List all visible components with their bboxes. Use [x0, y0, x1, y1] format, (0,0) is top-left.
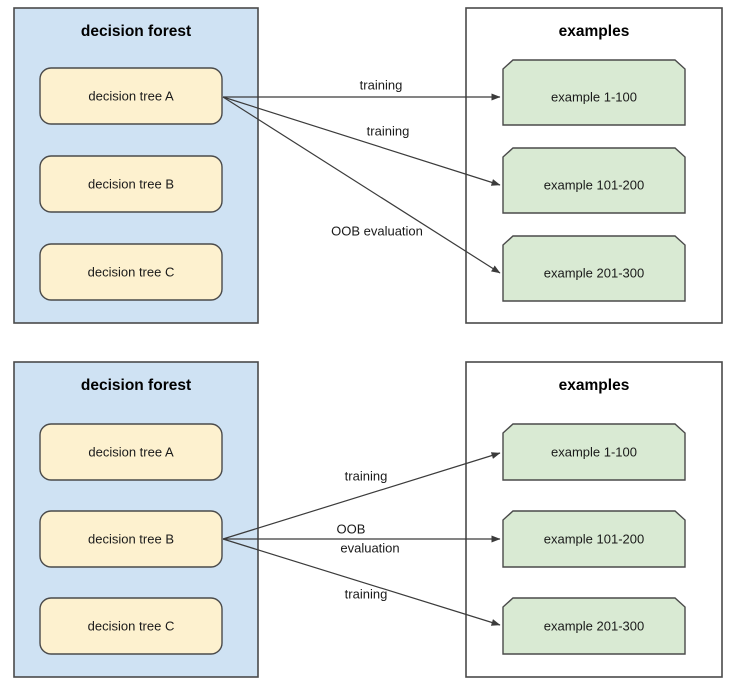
example-box-shape[interactable] — [502, 510, 686, 568]
edges-bottom: training OOB evaluation training — [222, 452, 501, 626]
examples-panel-bottom: examples example 1-100 example 101-200 e… — [465, 361, 723, 678]
forest-panel-title: decision forest — [81, 23, 191, 40]
tree-label: decision tree A — [88, 444, 174, 459]
tree-box-shape[interactable] — [39, 597, 223, 655]
edge-tree-a-to-example-101-200 — [222, 96, 501, 186]
tree-box-shape[interactable] — [39, 243, 223, 301]
example-box-shape[interactable] — [502, 235, 686, 302]
tree-node-c-top[interactable]: decision tree C — [39, 243, 223, 301]
edge-label-training-2: training — [345, 586, 388, 601]
example-box-shape[interactable] — [502, 597, 686, 655]
tree-node-b-top[interactable]: decision tree B — [39, 155, 223, 213]
example-node-1-100-bottom[interactable]: example 1-100 — [502, 423, 686, 481]
tree-node-a-bottom[interactable]: decision tree A — [39, 423, 223, 481]
forest-panel-bottom: decision forest decision tree A decision… — [13, 361, 259, 678]
example-label: example 1-100 — [551, 89, 637, 104]
tree-label: decision tree C — [88, 264, 175, 279]
tree-node-a-top[interactable]: decision tree A — [39, 67, 223, 125]
examples-panel-title: examples — [559, 377, 630, 394]
tree-box-shape[interactable] — [39, 510, 223, 568]
diagram-top: decision forest decision tree A decision… — [13, 7, 723, 324]
edge-label-oob-evaluation: OOB evaluation — [331, 223, 423, 238]
example-box-shape[interactable] — [502, 423, 686, 481]
edge-label-oob-line2: evaluation — [340, 540, 399, 555]
tree-box-shape[interactable] — [39, 67, 223, 125]
example-label: example 1-100 — [551, 444, 637, 459]
example-label: example 101-200 — [544, 531, 644, 546]
edge-label-training-1: training — [360, 77, 403, 92]
example-box-shape[interactable] — [502, 147, 686, 214]
tree-box-shape[interactable] — [39, 423, 223, 481]
tree-label: decision tree B — [88, 531, 174, 546]
edge-tree-b-to-example-1-100 — [222, 452, 501, 540]
edges-top: training training OOB evaluation — [222, 77, 501, 274]
tree-box-shape[interactable] — [39, 155, 223, 213]
example-box-shape[interactable] — [502, 59, 686, 126]
example-node-201-300-top[interactable]: example 201-300 — [502, 235, 686, 302]
tree-node-c-bottom[interactable]: decision tree C — [39, 597, 223, 655]
example-node-101-200-top[interactable]: example 101-200 — [502, 147, 686, 214]
example-label: example 101-200 — [544, 177, 644, 192]
tree-node-b-bottom[interactable]: decision tree B — [39, 510, 223, 568]
example-node-201-300-bottom[interactable]: example 201-300 — [502, 597, 686, 655]
diagram-bottom: decision forest decision tree A decision… — [13, 361, 723, 678]
edge-label-training-2: training — [367, 123, 410, 138]
example-node-101-200-bottom[interactable]: example 101-200 — [502, 510, 686, 568]
forest-panel-title: decision forest — [81, 377, 191, 394]
examples-panel-title: examples — [559, 23, 630, 40]
forest-panel-top: decision forest decision tree A decision… — [13, 7, 259, 324]
example-label: example 201-300 — [544, 618, 644, 633]
tree-label: decision tree A — [88, 88, 174, 103]
example-label: example 201-300 — [544, 265, 644, 280]
edge-label-training-1: training — [345, 468, 388, 483]
examples-panel-top: examples example 1-100 example 101-200 e… — [465, 7, 723, 324]
tree-label: decision tree C — [88, 618, 175, 633]
edge-label-oob-line1: OOB — [337, 521, 366, 536]
tree-label: decision tree B — [88, 176, 174, 191]
edge-tree-b-to-example-201-300 — [222, 538, 501, 626]
edge-tree-a-to-example-201-300 — [222, 96, 501, 274]
example-node-1-100-top[interactable]: example 1-100 — [502, 59, 686, 126]
